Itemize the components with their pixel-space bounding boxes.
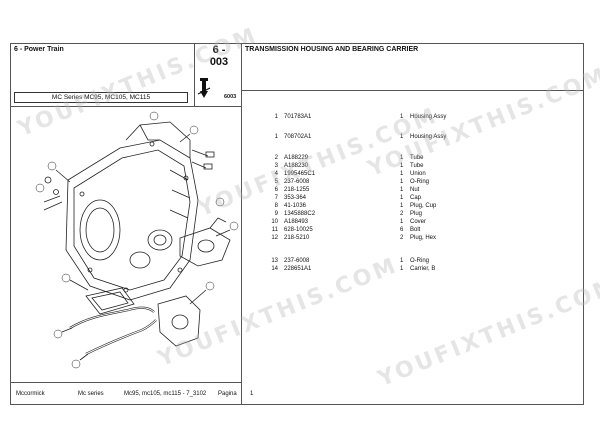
page-title: TRANSMISSION HOUSING AND BEARING CARRIER [245, 46, 419, 53]
small-code: 6003 [224, 94, 237, 100]
divider-header-left [10, 106, 241, 107]
part-number: A188229 [284, 155, 309, 161]
divider-header-right [241, 90, 584, 91]
part-quantity: 2 [400, 211, 404, 217]
page-frame [10, 43, 584, 405]
page-code-line1: 6 - [212, 44, 226, 56]
part-number: 628-10025 [284, 227, 313, 233]
part-description: Cover [410, 219, 427, 225]
divider-left [194, 43, 195, 106]
part-quantity: 1 [400, 134, 404, 140]
part-ref-number: 1 [274, 114, 278, 120]
part-number: 218-1255 [284, 187, 310, 193]
part-quantity: 1 [400, 258, 404, 264]
part-number: 701783A1 [284, 114, 312, 120]
part-quantity: 1 [400, 187, 404, 193]
part-ref-number: 2 [274, 155, 278, 161]
part-ref-number: 10 [271, 219, 278, 225]
part-description: Plug, Hex [410, 235, 437, 241]
part-quantity: 1 [400, 163, 404, 169]
footer-page-label: Pagina [218, 391, 237, 397]
part-description: Cap [410, 195, 422, 201]
part-quantity: 6 [400, 227, 404, 233]
part-number: A188230 [284, 163, 309, 169]
part-number: 237-6008 [284, 258, 310, 264]
part-number: 41-1036 [284, 203, 307, 209]
page-code: 6 - 003 [198, 44, 240, 68]
part-quantity: 2 [400, 235, 404, 241]
part-description: O-Ring [410, 258, 430, 264]
part-ref-number: 14 [271, 266, 278, 272]
part-ref-number: 6 [274, 187, 278, 193]
part-number: 353-364 [284, 195, 307, 201]
series-label: MC Series MC95, MC105, MC115 [14, 92, 188, 103]
part-ref-number: 13 [271, 258, 278, 264]
part-number: 1345888C2 [284, 211, 316, 217]
divider-mid [241, 43, 242, 405]
part-description: Plug [410, 211, 423, 217]
part-description: Tube [410, 155, 424, 161]
part-number: 218-5210 [284, 235, 310, 241]
part-number: A188493 [284, 219, 309, 225]
part-description: Plug, Cup [410, 203, 437, 209]
part-number: 708702A1 [284, 134, 312, 140]
part-description: Housing Assy [410, 134, 447, 140]
part-ref-number: 7 [274, 195, 278, 201]
part-quantity: 1 [400, 171, 404, 177]
part-description: Union [410, 171, 426, 177]
part-ref-number: 3 [274, 163, 278, 169]
divider-footer [10, 382, 241, 383]
edit-icon [197, 78, 211, 98]
part-ref-number: 1 [274, 134, 278, 140]
footer-brand: Mccormick [16, 391, 45, 397]
part-description: Nut [410, 187, 420, 193]
part-quantity: 1 [400, 155, 404, 161]
part-quantity: 1 [400, 114, 404, 120]
section-title: 6 - Power Train [14, 46, 64, 53]
part-ref-number: 5 [274, 179, 278, 185]
part-number: 228651A1 [284, 266, 312, 272]
footer-page-number: 1 [250, 391, 254, 397]
part-description: Tube [410, 163, 424, 169]
part-ref-number: 12 [271, 235, 278, 241]
part-number: 237-6008 [284, 179, 310, 185]
page-code-line2: 003 [209, 56, 229, 68]
part-quantity: 1 [400, 179, 404, 185]
part-ref-number: 11 [271, 227, 278, 233]
part-quantity: 1 [400, 266, 404, 272]
part-quantity: 1 [400, 195, 404, 201]
footer-models: Mc95, mc105, mc115 - 7_3102 [124, 391, 207, 397]
footer-series: Mc series [78, 391, 104, 397]
part-quantity: 1 [400, 219, 404, 225]
part-ref-number: 4 [274, 171, 278, 177]
part-quantity: 1 [400, 203, 404, 209]
transmission-diagram [35, 111, 239, 369]
part-number: 1995465C1 [284, 171, 316, 177]
part-description: Bolt [410, 227, 421, 233]
part-description: O-Ring [410, 179, 430, 185]
part-description: Housing Assy [410, 114, 447, 120]
part-description: Carrier, B [410, 266, 436, 272]
part-ref-number: 8 [274, 203, 278, 209]
part-ref-number: 9 [274, 211, 278, 217]
